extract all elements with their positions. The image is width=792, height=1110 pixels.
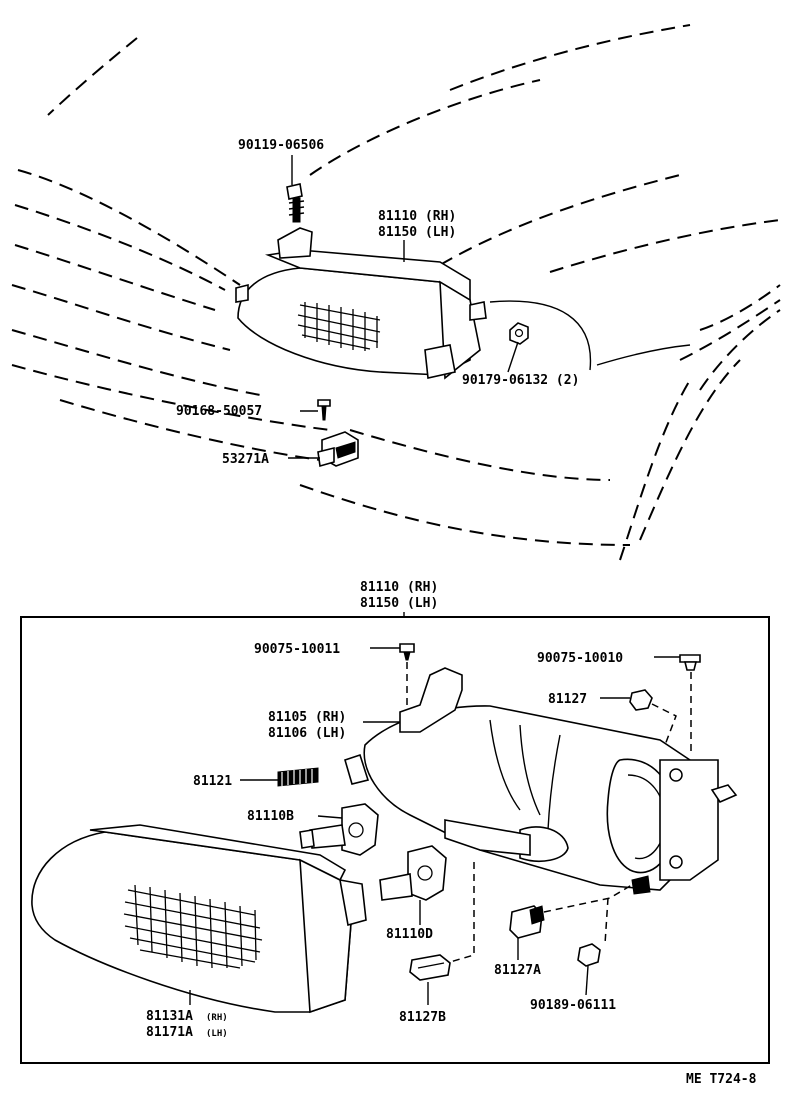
car-body-outline xyxy=(11,24,781,561)
label-81131A: 81131A xyxy=(146,1009,193,1024)
label-81110B: 81110B xyxy=(247,809,294,824)
label-81150-lh-upper: 81150 (LH) xyxy=(378,225,456,240)
nut-90179-icon xyxy=(509,322,529,345)
upper-leader-lines xyxy=(288,155,519,459)
spring-81121-icon xyxy=(277,767,319,787)
label-90168-50057: 90168-50057 xyxy=(176,404,262,419)
headlamp-unit-81131A xyxy=(31,824,367,1014)
headlamp-housing-81105 xyxy=(344,667,738,895)
label-81127A: 81127A xyxy=(494,963,541,978)
label-81171A-lh-tag: (LH) xyxy=(206,1029,228,1039)
label-90189-06111: 90189-06111 xyxy=(530,998,616,1013)
label-81127B: 81127B xyxy=(399,1010,446,1025)
screw-90168-icon xyxy=(317,399,331,421)
cap-81127-icon xyxy=(629,689,653,711)
label-81106-lh: 81106 (LH) xyxy=(268,726,346,741)
socket-81127B-icon xyxy=(409,954,451,981)
label-81110-rh-lower: 81110 (RH) xyxy=(360,580,438,595)
label-81121: 81121 xyxy=(193,774,232,789)
figure-code: ME T724-8 xyxy=(686,1072,757,1087)
label-81110D: 81110D xyxy=(386,927,433,942)
label-81127: 81127 xyxy=(548,692,587,707)
label-90119-06506: 90119-06506 xyxy=(238,138,324,153)
grommet-90189-icon xyxy=(577,943,601,967)
clip-53271A-icon xyxy=(317,431,359,468)
bulb-81110B-icon xyxy=(299,803,379,856)
socket-81127A-icon xyxy=(509,905,545,939)
label-81150-lh-lower: 81150 (LH) xyxy=(360,596,438,611)
label-81105-rh: 81105 (RH) xyxy=(268,710,346,725)
upper-headlamp-assembly xyxy=(235,227,487,380)
screw-90075-10011-icon xyxy=(399,643,415,661)
label-81131A-rh-tag: (RH) xyxy=(206,1013,228,1023)
lower-leader-lines xyxy=(189,647,692,1005)
bolt-90119-icon xyxy=(286,183,305,223)
label-90075-10010: 90075-10010 xyxy=(537,651,623,666)
bulb-81110D-icon xyxy=(379,845,447,901)
label-53271A: 53271A xyxy=(222,452,269,467)
exploded-view-frame xyxy=(20,616,770,1064)
label-81110-rh-upper: 81110 (RH) xyxy=(378,209,456,224)
label-90179-06132: 90179-06132 (2) xyxy=(462,373,579,388)
label-90075-10011: 90075-10011 xyxy=(254,642,340,657)
label-81171A: 81171A xyxy=(146,1025,193,1040)
screw-90075-10010-icon xyxy=(679,654,701,671)
